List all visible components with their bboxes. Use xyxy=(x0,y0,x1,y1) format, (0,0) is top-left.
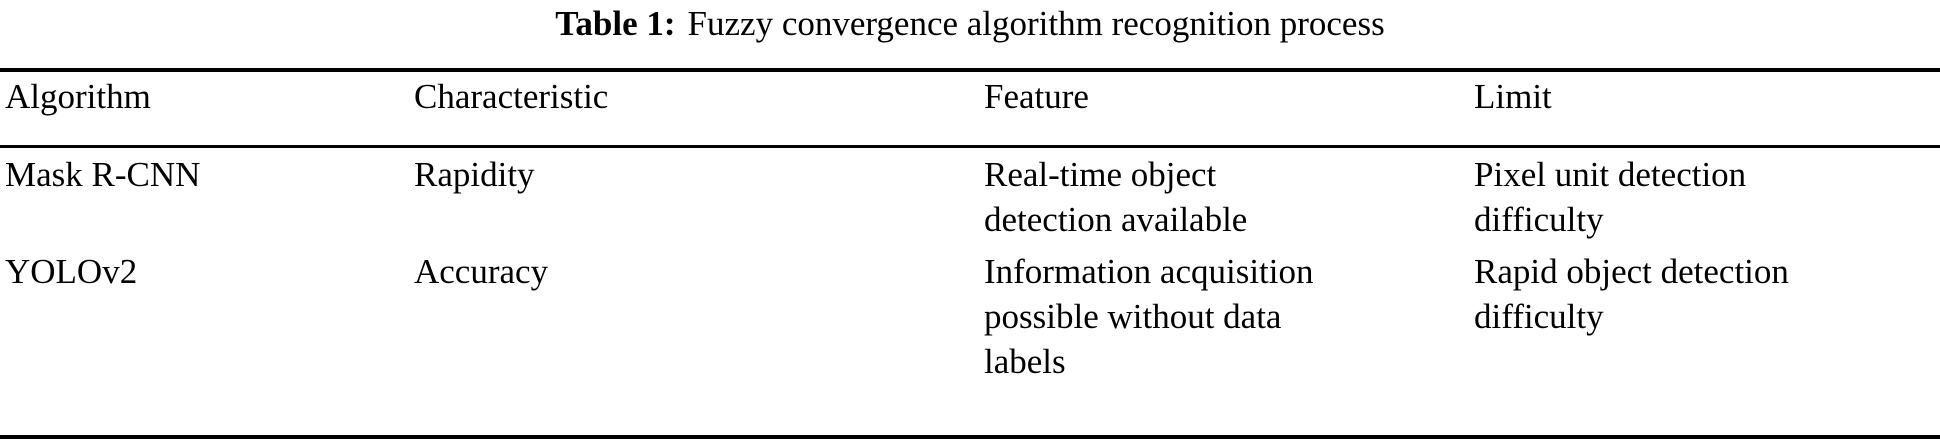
table-top-rule xyxy=(0,68,1940,72)
column-header-characteristic: Characteristic xyxy=(414,77,609,116)
column-header-algorithm: Algorithm xyxy=(5,77,151,116)
column-header-limit: Limit xyxy=(1474,77,1552,116)
table-caption: Table 1: Fuzzy convergence algorithm reco… xyxy=(0,2,1940,46)
table-header-rule xyxy=(0,145,1940,148)
table-caption-text: Fuzzy convergence algorithm recognition … xyxy=(687,4,1385,43)
cell-characteristic: Rapidity xyxy=(414,155,535,194)
cell-limit: Pixel unit detection difficulty xyxy=(1474,155,1747,239)
table-bottom-rule xyxy=(0,435,1940,439)
cell-characteristic: Accuracy xyxy=(414,252,549,291)
cell-feature: Real-time object detection available xyxy=(984,155,1248,239)
cell-algorithm: Mask R-CNN xyxy=(5,155,201,194)
cell-limit: Rapid object detection difficulty xyxy=(1474,252,1789,336)
table-caption-label: Table 1: xyxy=(555,4,676,43)
cell-algorithm: YOLOv2 xyxy=(5,252,138,291)
column-header-feature: Feature xyxy=(984,77,1089,116)
cell-feature: Information acquisition possible without… xyxy=(984,252,1314,381)
